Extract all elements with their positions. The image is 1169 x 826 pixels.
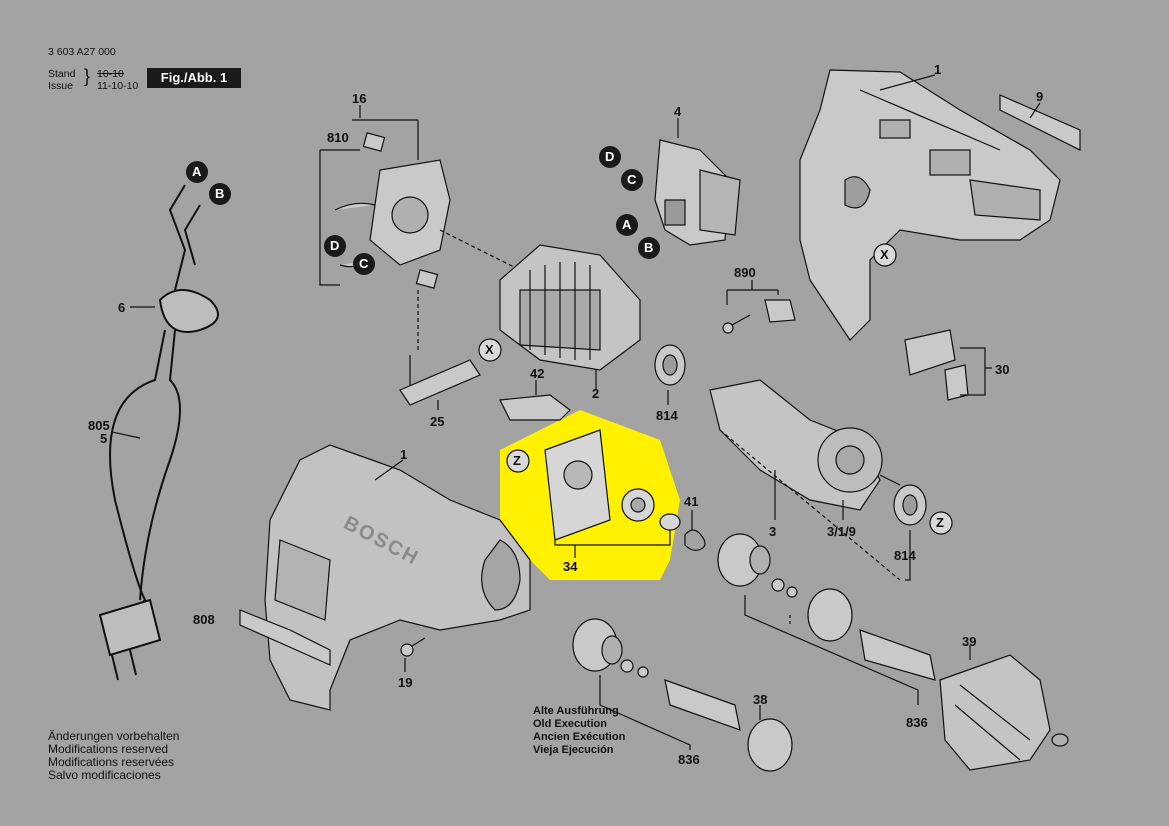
- stand-label: Stand: [48, 68, 76, 80]
- part-label-3: 3: [769, 524, 777, 539]
- handle-part-9: [999, 94, 1081, 151]
- handle-part-808: [239, 609, 331, 666]
- sleeve-upper: [807, 588, 853, 642]
- part-42: [499, 394, 571, 421]
- marker-x-left: X: [485, 342, 494, 357]
- marker-d-switch: D: [605, 149, 615, 164]
- part-30: [904, 329, 956, 376]
- part-label-1-body: 1: [400, 447, 408, 462]
- marker-a-switch: A: [622, 217, 632, 232]
- part-label-6: 6: [118, 300, 126, 315]
- marker-d-brush: D: [330, 238, 340, 253]
- marker-c-switch: C: [627, 172, 637, 187]
- part-34-group: [544, 429, 681, 558]
- marker-a-cable: A: [192, 164, 202, 179]
- note-line-3: Modifications reservées: [48, 755, 175, 769]
- part-label-25: 25: [430, 414, 445, 429]
- gear-lower: [572, 618, 623, 672]
- figure-label: Fig./Abb. 1: [147, 68, 241, 88]
- part-label-38: 38: [753, 692, 768, 707]
- part-label-41: 41: [684, 494, 699, 509]
- part-label-9: 9: [1036, 89, 1044, 104]
- part-label-42: 42: [530, 366, 545, 381]
- marker-z-right: Z: [936, 515, 944, 530]
- housing-half-body: [264, 444, 531, 711]
- part-label-2: 2: [592, 386, 600, 401]
- note-line-4: Salvo modificaciones: [48, 768, 161, 782]
- part-label-30: 30: [995, 362, 1010, 377]
- part-label-836-a: 836: [906, 715, 928, 730]
- note-line-1: Änderungen vorbehalten: [48, 729, 180, 743]
- stand-date: 10-10: [97, 68, 124, 80]
- part-label-805: 805: [88, 418, 110, 433]
- spindle-upper: [859, 629, 936, 681]
- power-cable: [98, 184, 219, 681]
- housing-half-top: [799, 69, 1061, 341]
- part-label-810: 810: [327, 130, 349, 145]
- marker-b-switch: B: [644, 240, 654, 255]
- part-label-19: 19: [398, 675, 413, 690]
- part-label-890: 890: [734, 265, 756, 280]
- screw-part-19: [400, 637, 426, 657]
- sleeve-part-38: [747, 718, 793, 772]
- screw-part-890: [722, 299, 796, 334]
- brush-holder-part-16: [334, 159, 451, 268]
- part-label-5: 5: [100, 431, 108, 446]
- switch-part-4: [654, 139, 741, 246]
- gear-upper: [717, 533, 771, 587]
- part-label-39: 39: [962, 634, 977, 649]
- circle-markers-dark: [186, 146, 660, 275]
- old-exec-line-3: Ancien Exécution: [533, 731, 626, 743]
- document-number: 3 603 A27 000: [48, 46, 116, 58]
- brace-symbol: }: [84, 66, 91, 86]
- circle-markers-outline: [478, 243, 953, 535]
- part-25: [399, 359, 481, 406]
- stator-part-2: [499, 244, 641, 371]
- old-exec-line-4: Vieja Ejecución: [533, 744, 614, 756]
- spindle-lower: [664, 679, 741, 731]
- part-label-1-top: 1: [934, 62, 942, 77]
- old-exec-line-2: Old Execution: [533, 718, 607, 730]
- armature-part-3: [709, 379, 901, 511]
- old-exec-line-1: Alte Ausführung: [533, 705, 619, 717]
- part-label-34: 34: [563, 559, 578, 574]
- bearing-814-right: [893, 484, 927, 526]
- chuck-part-39: [939, 654, 1069, 771]
- part-label-814-a: 814: [656, 408, 678, 423]
- bearing-814-left: [654, 344, 686, 386]
- marker-z-left: Z: [513, 453, 521, 468]
- part-label-836-b: 836: [678, 752, 700, 767]
- part-label-4: 4: [674, 104, 682, 119]
- part-label-808: 808: [193, 612, 215, 627]
- note-line-2: Modifications reserved: [48, 742, 169, 756]
- issue-date: 11-10-10: [97, 80, 139, 92]
- marker-b-cable: B: [215, 186, 225, 201]
- part-label-16: 16: [352, 91, 367, 106]
- spring-part-41: [684, 529, 706, 551]
- marker-c-brush: C: [359, 256, 369, 271]
- marker-x-right: X: [880, 247, 889, 262]
- issue-label: Issue: [48, 80, 74, 92]
- part-label-3-1-9: 3/1/9: [827, 524, 856, 539]
- part-label-814-b: 814: [894, 548, 916, 563]
